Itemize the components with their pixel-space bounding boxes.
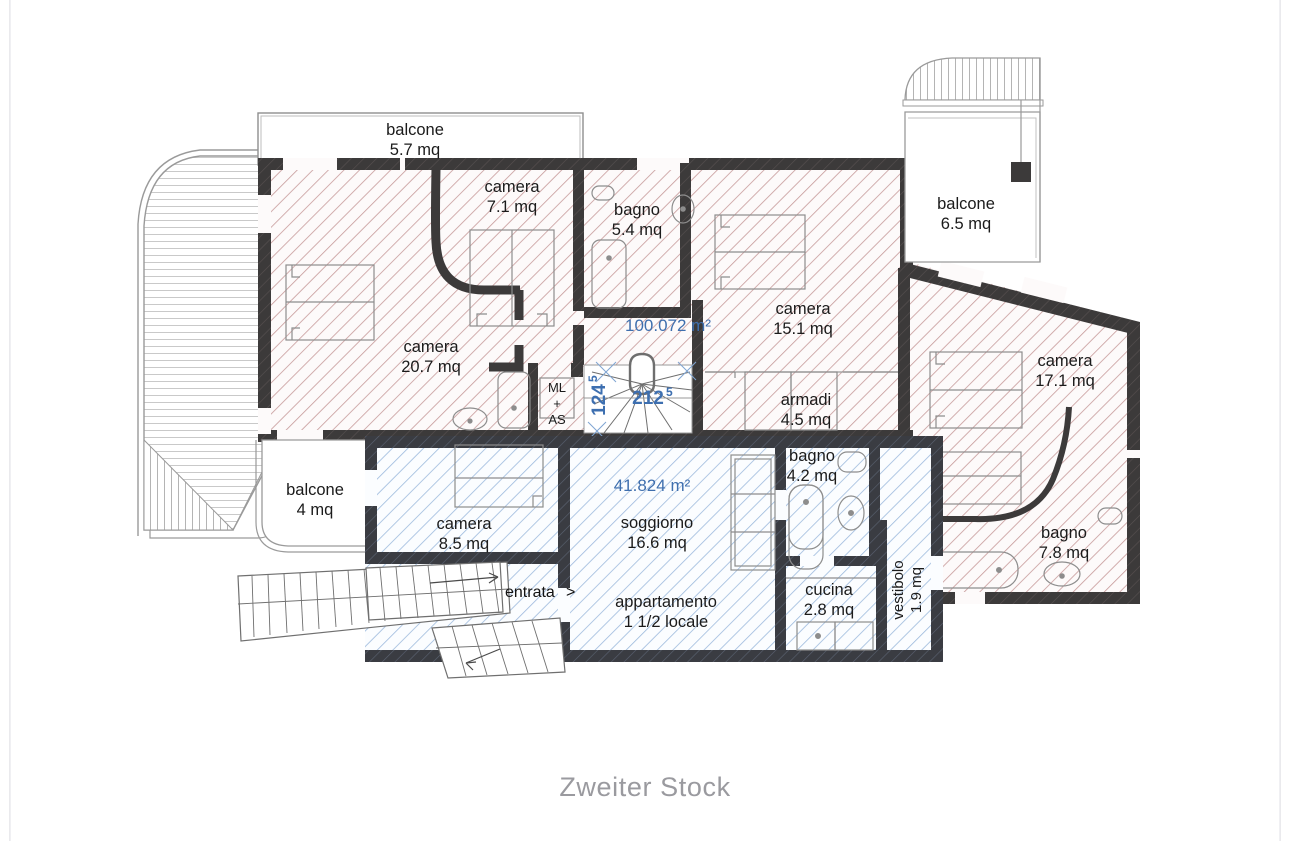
wall-openings <box>258 158 1140 604</box>
area-annotations: 100.072 m² 41.824 m² <box>614 316 712 495</box>
stair-dim-vertical: 124 <box>589 384 610 416</box>
entrance-arrow-glyph: > <box>566 584 575 601</box>
stair-dim-horizontal-sup: 5 <box>666 385 673 399</box>
room-label-bagno-54-name: bagno <box>614 201 660 219</box>
room-label-appartamento-area: 1 1/2 locale <box>624 613 708 631</box>
lower-unit-area-label: 41.824 m² <box>614 476 691 495</box>
room-label-vestibolo-name: vestibolo <box>890 560 907 619</box>
room-label-balcone-right-area: 6.5 mq <box>941 215 991 233</box>
room-label-cucina-area: 2.8 mq <box>804 601 854 619</box>
page-frame-right-edge <box>1279 0 1281 841</box>
page-frame-left-edge <box>9 0 11 841</box>
room-label-armadi-area: 4.5 mq <box>781 411 831 429</box>
room-label-bagno-78-area: 7.8 mq <box>1039 544 1089 562</box>
room-label-bagno-78-name: bagno <box>1041 524 1087 542</box>
room-label-soggiorno-area: 16.6 mq <box>627 534 687 552</box>
appliance-label-plus: + <box>553 396 561 411</box>
upper-apartment-zone <box>258 158 1140 604</box>
room-label-balcone-top-area: 5.7 mq <box>390 141 440 159</box>
exterior-stairs <box>237 561 566 679</box>
stairwell <box>583 352 697 441</box>
upper-unit-area-label: 100.072 m² <box>625 316 711 335</box>
room-label-camera-171-name: camera <box>1037 352 1093 370</box>
lower-furniture <box>454 444 876 651</box>
lower-walls <box>365 436 943 662</box>
room-label-camera-207-area: 20.7 mq <box>401 358 461 376</box>
room-label-camera-151-area: 15.1 mq <box>773 320 833 338</box>
room-label-balcone-left-area: 4 mq <box>297 501 334 519</box>
room-label-camera-207-name: camera <box>403 338 459 356</box>
room-label-bagno-42-area: 4.2 mq <box>787 467 837 485</box>
room-label-appartamento-name: appartamento <box>615 593 717 611</box>
room-label-bagno-42-name: bagno <box>789 447 835 465</box>
room-label-cucina-name: cucina <box>805 581 854 599</box>
room-label-bagno-54-area: 5.4 mq <box>612 221 662 239</box>
room-label-balcone-right-name: balcone <box>937 195 995 213</box>
plan-caption: Zweiter Stock <box>559 772 731 802</box>
entrance-label: entrata <box>505 584 555 601</box>
room-label-camera-7-area: 7.1 mq <box>487 198 537 216</box>
room-label-soggiorno-name: soggiorno <box>621 514 693 532</box>
room-label-camera-7-name: camera <box>484 178 540 196</box>
entrance-marker: entrata > <box>505 584 575 601</box>
appliance-labels: ML + AS <box>548 380 566 427</box>
room-label-balcone-top-name: balcone <box>386 121 444 139</box>
room-label-armadi-name: armadi <box>781 391 831 409</box>
stair-dimensions: 124 5 212 5 <box>586 375 673 416</box>
room-label-vestibolo-area: 1.9 mq <box>908 567 925 613</box>
appliance-label-ml: ML <box>548 380 566 395</box>
stair-dim-vertical-sup: 5 <box>586 375 600 382</box>
balcony-top <box>257 112 584 166</box>
balcony-right <box>902 57 1044 263</box>
balcony-left <box>255 439 365 553</box>
room-labels: balcone 5.7 mq camera 7.1 mq bagno 5.4 m… <box>286 121 1095 631</box>
room-label-balcone-left-name: balcone <box>286 481 344 499</box>
appliance-label-as: AS <box>548 412 566 427</box>
room-label-camera-151-name: camera <box>775 300 831 318</box>
room-label-camera-85-area: 8.5 mq <box>439 535 489 553</box>
floorplan-drawing: balcone 5.7 mq camera 7.1 mq bagno 5.4 m… <box>137 57 1140 679</box>
room-label-camera-171-area: 17.1 mq <box>1035 372 1095 390</box>
room-label-camera-85-name: camera <box>436 515 492 533</box>
left-curved-terrace <box>137 149 277 539</box>
stair-dim-horizontal: 212 <box>632 388 664 409</box>
